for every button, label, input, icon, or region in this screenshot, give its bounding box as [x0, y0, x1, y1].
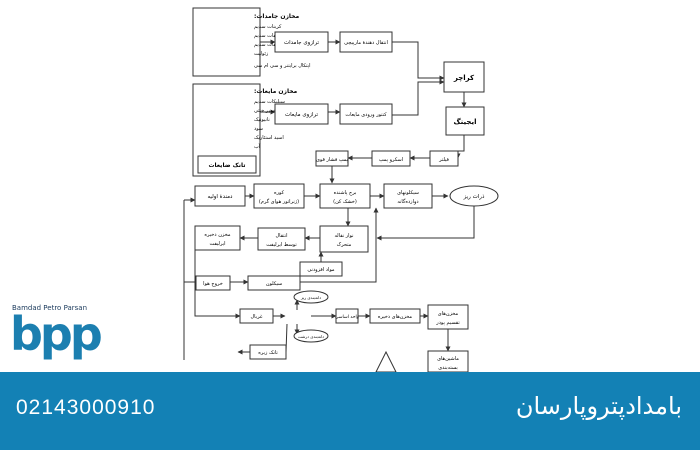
svg-text:ایجینگ: ایجینگ	[454, 117, 477, 126]
svg-text:(ژنراتور هوای گرم): (ژنراتور هوای گرم)	[259, 198, 299, 205]
node-solid-scale: ترازوی جامدات	[274, 31, 329, 53]
node-solid-transfer: انتقال دهندهٔ مارپیچی	[339, 31, 393, 53]
svg-text:انتقال: انتقال	[276, 233, 288, 239]
solid-store-title: مخازن جامدات:	[254, 13, 299, 20]
node-coarse-mesh: دانه‌بندی درشت	[293, 329, 329, 343]
liquid-item: سود	[254, 126, 263, 132]
flow-lines	[183, 39, 475, 360]
node-screw-pump: اسکرو پمپ	[371, 150, 411, 167]
node-hp-pump: پمپ فشار قوی	[315, 150, 349, 167]
svg-text:انتقال دهندهٔ مارپیچی: انتقال دهندهٔ مارپیچی	[344, 40, 388, 46]
node-base-unit: واحد اساسی	[335, 308, 359, 324]
node-perfume: مواد افزودنی	[299, 261, 343, 277]
node-furnace: کوره (ژنراتور هوای گرم)	[253, 183, 305, 209]
svg-text:دوازده‌گانه: دوازده‌گانه	[397, 198, 418, 205]
node-spray-tower: برج پاشنده (خشک کن)	[319, 183, 371, 209]
node-initial-air: دمندهٔ اولیه	[194, 185, 246, 207]
svg-text:غربال: غربال	[251, 314, 263, 320]
svg-text:کنتور ورودی مایعات: کنتور ورودی مایعات	[345, 112, 387, 118]
liquid-store-title: مخازن مایعات:	[254, 88, 298, 95]
node-aging: ایجینگ	[445, 106, 485, 136]
svg-text:دانه‌بندی ریز: دانه‌بندی ریز	[300, 295, 321, 300]
svg-text:دمندهٔ اولیه: دمندهٔ اولیه	[207, 194, 233, 200]
logo-wordmark: bpp	[10, 307, 103, 361]
brand-name: بامدادپتروپارسان	[515, 392, 682, 420]
svg-text:مخزن‌های: مخزن‌های	[438, 311, 459, 317]
footer-bar: 02143000910 بامدادپتروپارسان	[0, 372, 700, 450]
svg-text:بسته‌بندی: بسته‌بندی	[438, 365, 457, 371]
svg-text:تقسیم پودر: تقسیم پودر	[435, 320, 460, 326]
svg-text:ترازوی جامدات: ترازوی جامدات	[284, 40, 320, 46]
svg-text:پمپ فشار قوی: پمپ فشار قوی	[316, 157, 349, 163]
node-fine-mesh: دانه‌بندی ریز	[293, 290, 329, 304]
node-cyclone: سیکلون	[247, 275, 301, 291]
phone-number[interactable]: 02143000910	[16, 396, 156, 419]
svg-text:اسکرو پمپ: اسکرو پمپ	[379, 157, 403, 163]
solid-item: کربنات سدیم	[254, 24, 282, 30]
node-crutcher: کراچر	[443, 61, 485, 93]
svg-text:ماشین‌های: ماشین‌های	[437, 356, 459, 362]
node-liquid-scale: ترازوی مایعات	[274, 103, 329, 125]
svg-text:ایرلیفت: ایرلیفت	[209, 241, 225, 247]
liquid-item: سیلیکات سدیم	[254, 99, 285, 105]
svg-text:فیلتر: فیلتر	[438, 157, 449, 163]
liquid-item: نانیونیک	[254, 117, 270, 123]
svg-text:ذرات ریز: ذرات ریز	[463, 194, 485, 200]
solid-item: سولفات سدیم	[254, 33, 284, 39]
node-liquid-input: کنتور ورودی مایعات	[339, 103, 393, 125]
node-conveyor: نوار نقاله متحرک	[319, 225, 369, 253]
node-packing-machines: ماشین‌های بسته‌بندی	[427, 350, 469, 372]
company-logo: Bamdad Petro Parsan bpp	[10, 300, 103, 368]
node-filter: فیلتر	[429, 150, 459, 167]
svg-text:توسط ایرلیفت: توسط ایرلیفت	[266, 242, 297, 248]
solid-item: اپتکال برایتنر و سی ام سی	[254, 63, 310, 69]
liquid-item: اسید استئاریک	[254, 135, 284, 141]
solid-store-box: مخازن جامدات: کربنات سدیم سولفات سدیم تر…	[192, 7, 310, 77]
node-storage-tanks: مخزن‌های ذخیره	[369, 308, 421, 324]
liquid-item: آب	[254, 143, 261, 150]
node-packing-tanks: مخزن‌های تقسیم پودر	[427, 304, 469, 330]
node-coarse-tank: تانک زبره	[249, 344, 287, 360]
svg-text:ترازوی مایعات: ترازوی مایعات	[285, 112, 319, 118]
node-airlift-store: مخزن ذخیره ایرلیفت	[194, 225, 241, 251]
triangle-marker	[375, 350, 397, 372]
liquid-store-box: مخازن مایعات: سیلیکات سدیم خمیر خنثی نان…	[192, 83, 298, 177]
waste-tank-label: تانک ضایعات	[209, 162, 246, 169]
svg-text:کوره: کوره	[274, 190, 285, 196]
svg-text:مخزن‌های ذخیره: مخزن‌های ذخیره	[378, 314, 413, 320]
svg-text:سیکلونهای: سیکلونهای	[397, 190, 419, 196]
node-air-out: خروج هوا	[195, 275, 231, 291]
logo-tagline: Bamdad Petro Parsan	[12, 304, 88, 312]
svg-text:متحرک: متحرک	[337, 241, 352, 248]
process-flow-diagram: مخازن جامدات: کربنات سدیم سولفات سدیم تر…	[183, 7, 499, 372]
svg-text:خروج هوا: خروج هوا	[203, 281, 223, 287]
solid-item: زئولیت	[254, 51, 269, 57]
svg-text:مواد افزودنی: مواد افزودنی	[307, 267, 335, 273]
node-sieve: غربال	[239, 308, 274, 324]
svg-text:مخزن ذخیره: مخزن ذخیره	[204, 232, 230, 238]
svg-text:برج پاشنده: برج پاشنده	[334, 190, 357, 196]
svg-text:سیکلون: سیکلون	[266, 281, 282, 287]
svg-text:دانه‌بندی درشت: دانه‌بندی درشت	[298, 334, 324, 339]
node-fines: ذرات ریز	[449, 185, 499, 207]
svg-text:تانک زبره: تانک زبره	[258, 350, 278, 356]
svg-text:واحد اساسی: واحد اساسی	[335, 315, 359, 320]
node-cyclones: سیکلونهای دوازده‌گانه	[383, 183, 433, 209]
svg-text:کراچر: کراچر	[453, 74, 475, 82]
node-airlift-transfer: انتقال توسط ایرلیفت	[257, 227, 306, 251]
svg-text:نوار نقاله: نوار نقاله	[334, 233, 353, 239]
liquid-item: خمیر خنثی	[254, 108, 276, 114]
svg-text:(خشک کن): (خشک کن)	[333, 199, 357, 205]
